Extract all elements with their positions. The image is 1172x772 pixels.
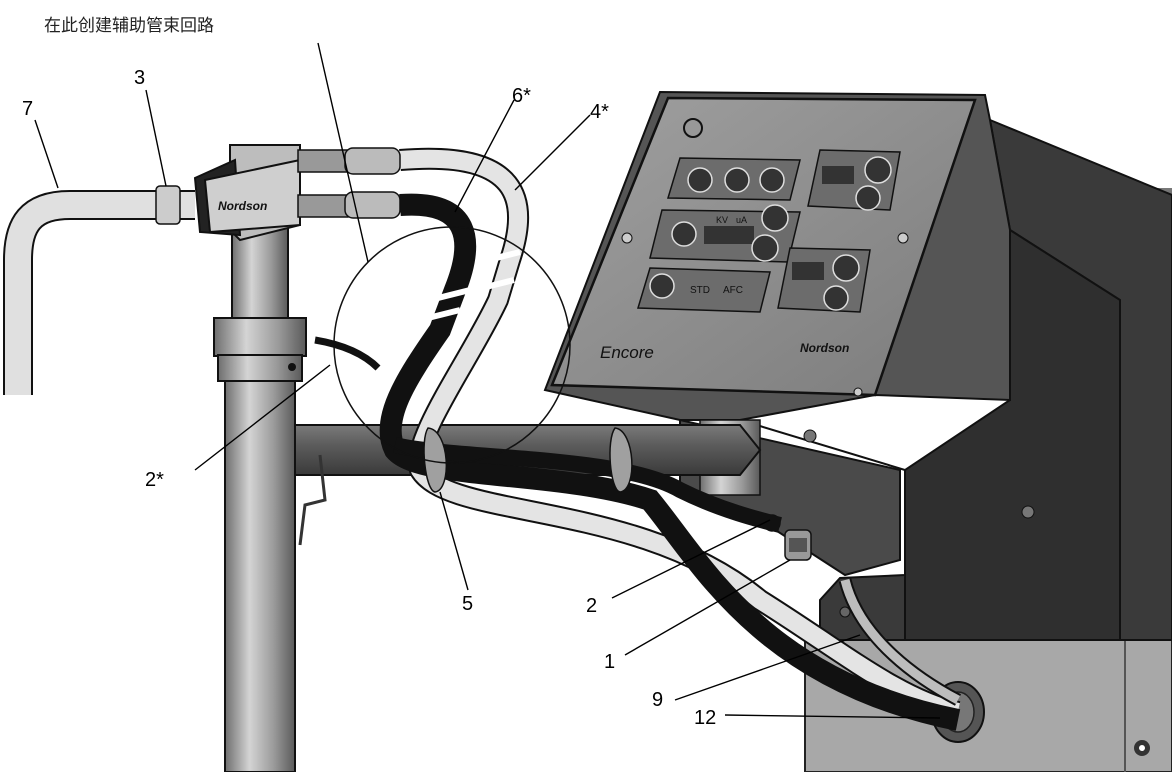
std-label: STD [690, 285, 710, 296]
extension-tube-7 [3, 185, 195, 395]
bundle-black-run [393, 437, 782, 533]
callout-1: 1 [604, 651, 615, 673]
panel-logo-text: Nordson [800, 341, 849, 355]
spray-gun-body: Nordson [193, 144, 401, 242]
callout-6: 6* [512, 85, 531, 107]
routing-caption: 在此创建辅助管束回路 [44, 16, 214, 36]
afc-label: AFC [723, 285, 743, 296]
kv-label: KV [716, 215, 728, 225]
panel-power-icon [683, 118, 703, 138]
panel-brand-text: Encore [600, 343, 654, 362]
auxiliary-loop-circle [333, 226, 571, 464]
bundle-strap-5 [423, 427, 633, 493]
callout-3: 3 [134, 67, 145, 89]
panel-keypad-group-upper [666, 157, 801, 201]
panel-keypad-group-air-right-lower [777, 247, 871, 313]
controller-panel-housing: KV uA STD AFC Encore Nordson [543, 90, 1011, 496]
panel-keypad-group-kv: KV uA [649, 204, 801, 263]
callout-12: 12 [694, 707, 716, 729]
callout-7: 7 [22, 98, 33, 120]
gun-logo-text: Nordson [218, 199, 267, 213]
panel-keypad-group-mode: STD AFC [637, 267, 771, 313]
leader-lines [34, 42, 941, 719]
callout-5: 5 [462, 593, 473, 615]
panel-keypad-group-air-right-upper [807, 149, 901, 211]
callout-2: 2 [586, 595, 597, 617]
callout-9: 9 [652, 689, 663, 711]
mounting-pole [213, 224, 307, 772]
callout-2-star: 2* [145, 469, 164, 491]
bulkhead-fitting-1 [784, 529, 812, 561]
callout-4: 4* [590, 101, 609, 123]
ua-label: uA [736, 215, 747, 225]
gun-cable-2 [314, 336, 381, 371]
